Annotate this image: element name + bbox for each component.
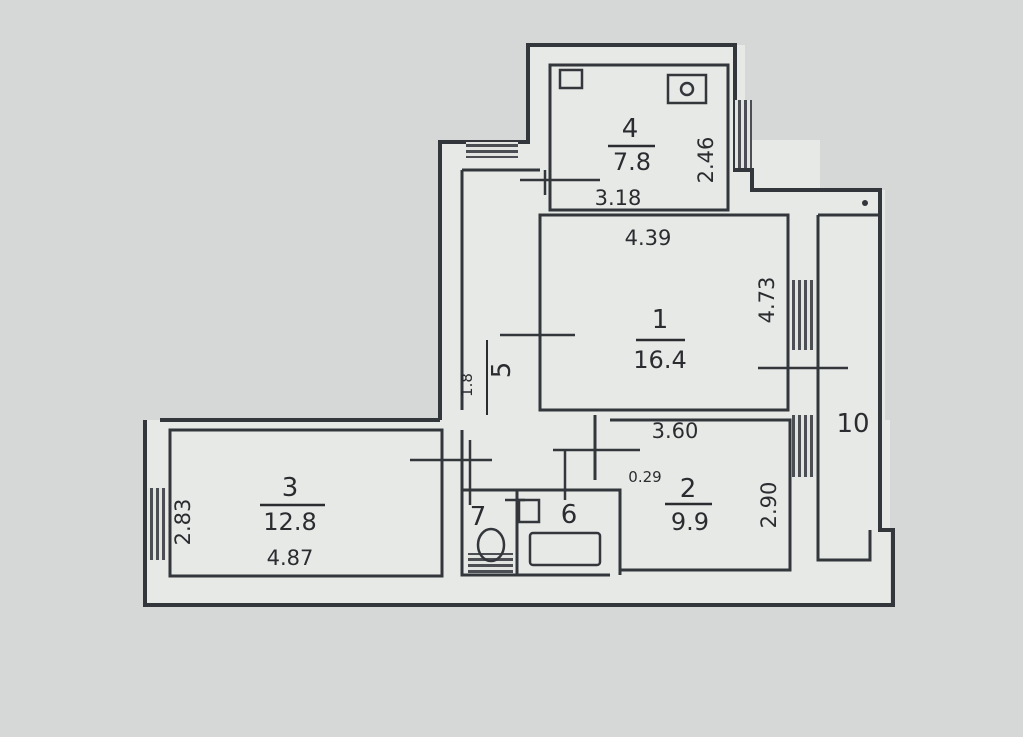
bathtub-icon <box>528 531 602 567</box>
room-3-width: 4.87 <box>267 546 314 570</box>
window-room-3 <box>148 488 166 560</box>
fixtures <box>476 68 708 567</box>
room-1-number: 1 <box>652 305 669 335</box>
room-4-length: 2.46 <box>694 137 718 184</box>
window-room-1 <box>792 280 816 350</box>
room-2-width: 3.60 <box>652 419 699 443</box>
room-4-width: 3.18 <box>595 186 642 210</box>
room-2-niche: 0.29 <box>628 468 661 486</box>
room-2-area: 9.9 <box>671 508 709 536</box>
room-1-width: 4.39 <box>625 226 672 250</box>
room-2-length: 2.90 <box>757 482 781 529</box>
room-7-number: 7 <box>470 502 487 532</box>
room-10-number: 10 <box>836 409 869 439</box>
room-6-number: 6 <box>561 500 578 530</box>
room-2-number: 2 <box>680 474 697 504</box>
room-1-length: 4.73 <box>755 277 779 324</box>
corner-dot <box>862 200 868 206</box>
room-3-area: 12.8 <box>263 508 316 536</box>
room-3-number: 3 <box>282 473 299 503</box>
stove-icon <box>558 68 584 90</box>
sink-icon <box>666 73 708 105</box>
washbasin-icon <box>517 498 541 524</box>
room-1-area: 16.4 <box>633 346 686 374</box>
window-stair <box>466 142 518 158</box>
room-3-length: 2.83 <box>171 499 195 546</box>
room-4-area: 7.8 <box>613 148 651 176</box>
room-4-number: 4 <box>622 114 639 144</box>
vent-bathroom <box>468 553 513 573</box>
window-room-2 <box>792 415 816 477</box>
inner-walls <box>168 63 880 578</box>
room-5-dim: 1.8 <box>458 373 476 397</box>
toilet-icon <box>476 527 506 563</box>
door-marks <box>410 170 848 505</box>
window-room-4 <box>735 100 752 168</box>
room-5-number: 5 <box>487 362 517 379</box>
